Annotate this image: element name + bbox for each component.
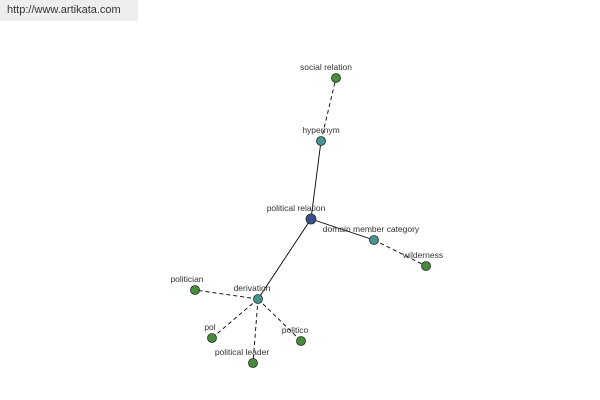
node-political-leader-label: political leader: [215, 347, 270, 357]
node-wilderness-label: wilderness: [402, 250, 443, 260]
node-derivation[interactable]: derivation: [234, 283, 271, 304]
node-political-leader[interactable]: political leader: [215, 347, 270, 368]
edge-derivation-to-politician: [194, 289, 259, 300]
node-political-relation-label: political relation: [267, 203, 326, 213]
node-politician-label: politician: [170, 274, 203, 284]
node-political-relation[interactable]: political relation: [267, 203, 326, 225]
edge-political-relation-to-hypernym: [310, 140, 322, 220]
node-politico[interactable]: politico: [282, 325, 309, 346]
graph-nodes: political relation hypernym social relatio…: [170, 62, 443, 368]
graph-edges: [194, 77, 427, 364]
node-political-leader-marker[interactable]: [248, 358, 258, 368]
edge-derivation-to-pol: [211, 298, 259, 339]
node-social-relation[interactable]: social relation: [300, 62, 352, 83]
node-politico-marker[interactable]: [296, 336, 306, 346]
node-hypernym-marker[interactable]: [316, 136, 326, 146]
node-domain-member-category-marker[interactable]: [369, 235, 379, 245]
node-derivation-label: derivation: [234, 283, 271, 293]
node-social-relation-marker[interactable]: [331, 73, 341, 83]
node-politician-marker[interactable]: [190, 285, 200, 295]
node-wilderness[interactable]: wilderness: [402, 250, 443, 271]
node-domain-member-category-label: domain member category: [323, 224, 420, 234]
node-politician[interactable]: politician: [170, 274, 204, 295]
node-social-relation-label: social relation: [300, 62, 352, 72]
edge-hypernym-to-social-relation: [320, 77, 337, 142]
node-politico-label: politico: [282, 325, 309, 335]
node-domain-member-category[interactable]: domain member category: [323, 224, 420, 245]
edge-political-relation-to-derivation: [257, 218, 312, 300]
node-pol-marker[interactable]: [207, 333, 217, 343]
node-pol[interactable]: pol: [204, 322, 217, 343]
node-political-relation-marker[interactable]: [305, 213, 317, 225]
edge-political-relation-to-domain-member-category: [310, 218, 375, 241]
node-derivation-marker[interactable]: [253, 294, 263, 304]
node-pol-label: pol: [204, 322, 215, 332]
node-wilderness-marker[interactable]: [421, 261, 431, 271]
node-hypernym-label: hypernym: [302, 125, 339, 135]
edge-derivation-to-political-leader: [252, 298, 259, 364]
source-url[interactable]: http://www.artikata.com: [0, 0, 138, 21]
node-hypernym[interactable]: hypernym: [302, 125, 340, 146]
edge-domain-member-category-to-wilderness: [373, 239, 427, 267]
edge-derivation-to-politico: [257, 298, 302, 342]
